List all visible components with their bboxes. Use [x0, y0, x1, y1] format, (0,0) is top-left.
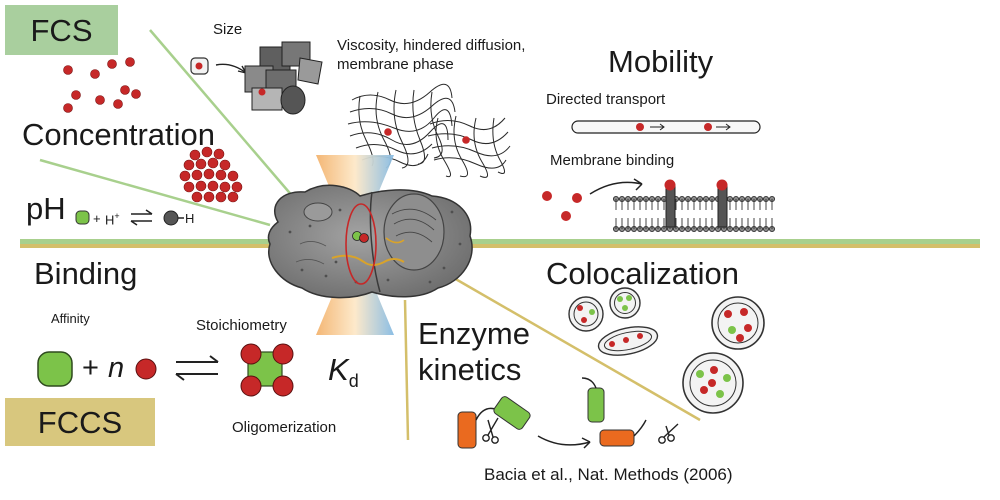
ray-lines — [39, 29, 701, 441]
label-membrane-binding: Membrane binding — [550, 152, 675, 169]
colocalization-vesicles — [568, 287, 765, 414]
ph-product-hydrogen: H — [185, 211, 195, 226]
viscosity-mesh-left — [347, 83, 456, 169]
viscosity-particle-left — [384, 128, 392, 136]
heading-colocalization: Colocalization — [546, 256, 739, 291]
cell-body — [267, 184, 473, 299]
kd-subscript: d — [348, 371, 359, 392]
kd-k: K — [328, 352, 349, 387]
label-oligomerization: Oligomerization — [232, 419, 337, 436]
ph-equation-shapes — [75, 209, 184, 226]
label-stoichiometry: Stoichiometry — [196, 317, 287, 334]
label-directed-transport: Directed transport — [546, 91, 666, 108]
label-size: Size — [213, 21, 243, 38]
fcs-badge-label: FCS — [30, 12, 93, 48]
ph-hydrogen-charge: + — [114, 211, 120, 221]
fcs-badge: FCS — [5, 5, 118, 55]
vesicle-3 — [597, 326, 659, 356]
concentration-sparse-dots — [63, 57, 141, 113]
fcs-badge-bg — [5, 5, 118, 55]
binding-plus-sign: + — [82, 352, 99, 384]
directed-transport-tube — [571, 120, 761, 134]
fccs-badge-bg — [5, 398, 155, 446]
divider-line — [20, 239, 980, 248]
vesicle-2 — [609, 287, 641, 319]
membrane-binding-illustration — [542, 178, 776, 233]
heading-binding: Binding — [34, 256, 138, 291]
size-illustration — [190, 41, 323, 115]
ph-plus-sign: + — [93, 211, 101, 226]
ray-line-ph — [39, 158, 271, 227]
kd-symbol: Kd — [328, 354, 359, 390]
heading-concentration: Concentration — [22, 117, 216, 152]
vesicle-1 — [568, 296, 604, 332]
heading-enzyme-line1: Enzyme — [418, 316, 530, 351]
binding-equation-shapes — [37, 343, 294, 397]
binding-n-symbol: n — [108, 352, 125, 384]
ray-line-colocalization — [439, 268, 701, 422]
vesicle-5 — [682, 352, 744, 414]
concentration-dense-cluster — [179, 146, 243, 203]
fccs-badge-label: FCCS — [37, 404, 123, 440]
ray-line-enzyme — [403, 299, 410, 441]
heading-ph: pH — [26, 191, 66, 226]
ph-hydrogen-ion: H+ — [105, 211, 120, 228]
viscosity-particle-right — [462, 136, 470, 144]
fccs-badge: FCCS — [5, 398, 155, 446]
ph-hydrogen-symbol: H — [105, 212, 115, 228]
citation: Bacia et al., Nat. Methods (2006) — [484, 465, 733, 484]
viscosity-mesh-right — [427, 115, 511, 178]
vesicle-4 — [711, 296, 765, 350]
label-viscosity-line1: Viscosity, hindered diffusion, — [337, 37, 526, 54]
heading-mobility: Mobility — [608, 44, 714, 79]
ray-line-size — [149, 29, 301, 206]
heading-enzyme-line2: kinetics — [418, 352, 522, 387]
label-affinity: Affinity — [51, 311, 90, 326]
label-viscosity-line2: membrane phase — [337, 56, 454, 73]
enzyme-kinetics-illustration — [457, 377, 679, 449]
